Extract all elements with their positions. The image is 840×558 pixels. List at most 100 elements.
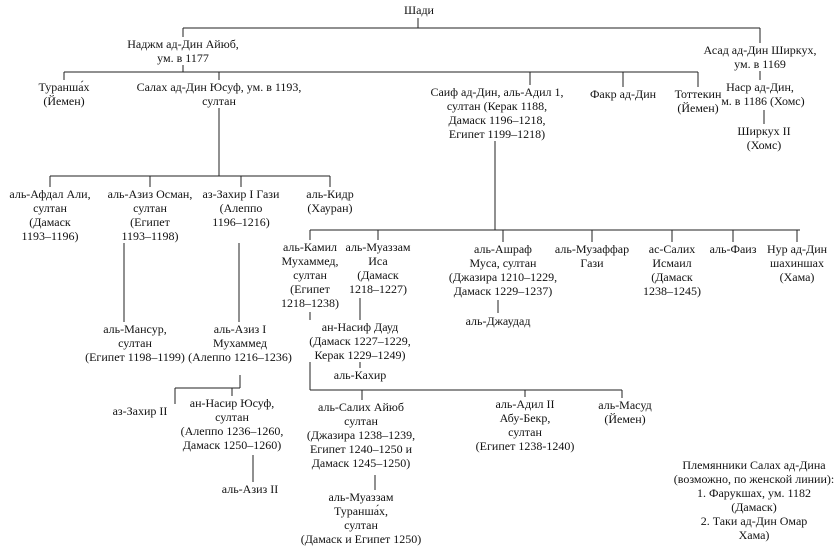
node-line: Египет 1199–1218) — [448, 127, 546, 141]
node-line: (Хомс) — [746, 138, 782, 152]
node-line: аль-Кидр — [306, 187, 354, 201]
node-line: (Джазира 1210–1229, — [448, 270, 558, 284]
node-line: ан-Насир Юсуф, — [189, 396, 275, 410]
node-line: Тоттекин — [674, 87, 722, 101]
node-line: (Хама) — [779, 270, 815, 284]
node-line: Наджм ад-Дин Айюб, — [127, 37, 239, 51]
node-line: султан (Керак 1188, — [446, 99, 548, 113]
node-line: султан — [344, 414, 378, 428]
node-fakr-ad-din: Факр ад-Дин — [589, 87, 657, 101]
node-line: (Хауран) — [307, 201, 353, 215]
node-line: Мухаммед, — [281, 254, 339, 268]
node-aziz-ii: аль-Азиз II — [221, 482, 279, 496]
node-line: 1193–1196) — [21, 229, 79, 243]
node-shirkuh-ii: Ширкух II(Хомс) — [737, 124, 791, 152]
node-line: Салах ад-Дин Юсуф, ум. в 1193, — [136, 80, 302, 94]
node-turanshah: Туранша́х(Йемен) — [38, 80, 90, 108]
node-line: аль-Джаудад — [465, 314, 531, 328]
node-line: аль-Масуд — [598, 398, 652, 412]
node-line: (Дамаск — [29, 215, 71, 229]
node-mansur: аль-Мансур,султан(Египет 1198–1199) — [85, 322, 185, 364]
node-line: Саиф ад-Дин, аль-Адил 1, — [430, 85, 564, 99]
node-line: аль-Мансур, — [103, 322, 167, 336]
node-line: аль-Муаззам — [328, 490, 394, 504]
node-line: ас-Салих — [648, 242, 696, 256]
node-line: Ширкух II — [737, 124, 791, 138]
node-najm-ad-din-ayyub: Наджм ад-Дин Айюб,ум. в 1177 — [127, 37, 239, 65]
node-line: султан — [293, 268, 327, 282]
node-line: Наср ад-Дин, — [726, 80, 794, 94]
node-line: (Дамаск — [357, 268, 399, 282]
node-line: Дамаск 1245–1250) — [311, 456, 411, 470]
node-line: Факр ад-Дин — [589, 87, 657, 101]
node-line: Исмаил — [652, 256, 692, 270]
nephews-note: Племянники Салах ад-Дина(возможно, по же… — [672, 458, 836, 542]
node-masud: аль-Масуд(Йемен) — [598, 398, 652, 426]
node-line: шахиншах — [770, 256, 824, 270]
node-line: аль-Азиз II — [221, 482, 279, 496]
node-line: аль-Музаффар — [554, 242, 630, 256]
node-shadi: Шади — [404, 3, 434, 17]
node-line: аз-Захир II — [112, 404, 168, 418]
node-line: (Египет 1238-1240) — [475, 439, 575, 453]
node-line: (Алеппо — [219, 201, 263, 215]
node-line: ум. в 1177 — [157, 51, 209, 65]
node-line: (Йемен) — [604, 412, 646, 426]
node-line: султан — [508, 425, 542, 439]
node-line: Туранша́х — [38, 80, 90, 94]
node-line: султан — [202, 94, 236, 108]
node-line: (Алеппо 1216–1236) — [188, 350, 292, 364]
node-line: (Джазира 1238–1239, — [306, 428, 416, 442]
node-line: аль-Муаззам — [345, 240, 411, 254]
note-line: (Дамаск) — [731, 500, 777, 514]
node-kidr: аль-Кидр(Хауран) — [306, 187, 354, 215]
node-line: 1196–1216) — [212, 215, 270, 229]
node-line: ан-Насиф Дауд — [321, 320, 399, 334]
node-line: аль-Адил II — [495, 397, 555, 411]
note-line: 2. Таки ад-Дин Омар — [700, 514, 808, 528]
node-nasr-ad-din: Наср ад-Дин,ум. в 1186 (Хомс) — [715, 80, 805, 108]
node-line: Асад ад-Дин Ширкух, — [703, 43, 817, 57]
node-line: ум. в 1186 (Хомс) — [715, 94, 805, 108]
node-line: Гази — [580, 256, 604, 270]
node-line: аль-Камил — [282, 240, 338, 254]
node-line: аль-Ашраф — [474, 242, 532, 256]
node-salah-ad-din: Салах ад-Дин Юсуф, ум. в 1193,султан — [136, 80, 302, 108]
node-nasif-daud: ан-Насиф Дауд(Дамаск 1227–1229,Керак 122… — [309, 320, 411, 362]
node-line: аль-Кахир — [333, 368, 387, 382]
node-line: (Йемен) — [677, 101, 719, 115]
node-line: (Дамаск — [651, 270, 693, 284]
node-kahir: аль-Кахир — [333, 368, 387, 382]
node-line: аль-Фаиз — [709, 242, 757, 256]
node-sayf-ad-din: Саиф ад-Дин, аль-Адил 1,султан (Керак 11… — [430, 85, 564, 141]
node-line: аль-Салих Айюб — [318, 400, 404, 414]
node-line: Дамаск 1229–1237) — [453, 284, 553, 298]
node-line: аз-Захир I Гази — [202, 187, 280, 201]
node-faiz: аль-Фаиз — [709, 242, 757, 256]
node-line: Иса — [368, 254, 388, 268]
node-line: Туранша́х, — [333, 504, 389, 518]
node-line: (Египет — [130, 215, 170, 229]
node-jawad: аль-Джаудад — [465, 314, 531, 328]
node-line: (Египет — [290, 282, 330, 296]
node-line: (Дамаск 1227–1229, — [309, 334, 411, 348]
note-line: (возможно, по женской линии): — [673, 472, 835, 486]
node-asad-ad-din-shirkuh: Асад ад-Дин Ширкух,ум. в 1169 — [703, 43, 817, 71]
node-line: аль-Азиз Осман, — [107, 187, 193, 201]
node-line: Абу-Бекр, — [499, 411, 551, 425]
node-line: (Йемен) — [43, 94, 85, 108]
node-line: Нур ад-Дин — [766, 242, 828, 256]
